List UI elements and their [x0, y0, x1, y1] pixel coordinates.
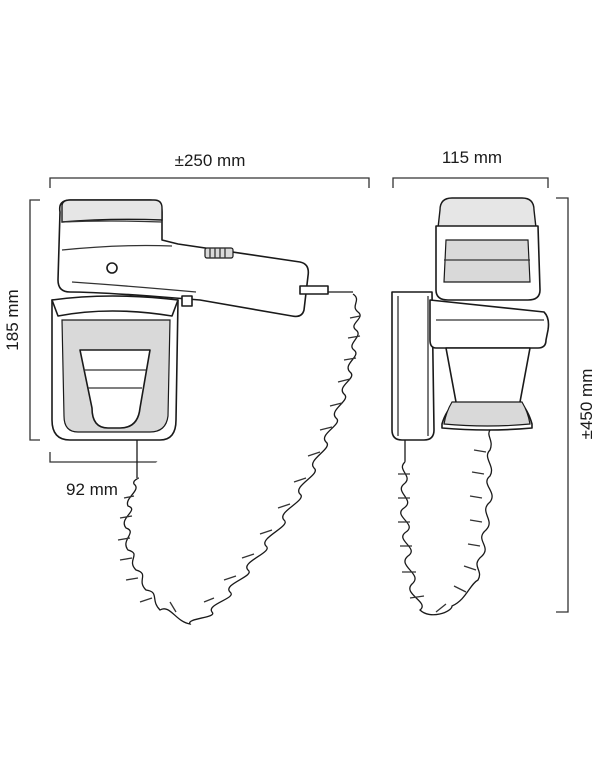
side-view	[391, 197, 550, 616]
side-wall-plate	[391, 291, 435, 441]
dimension-total-width: ±250 mm	[49, 151, 370, 188]
dimension-height-label: 185 mm	[3, 289, 22, 350]
dimension-height: 185 mm	[3, 199, 40, 441]
dimension-side-width: 115 mm	[392, 148, 549, 188]
front-dryer-indicator	[106, 262, 118, 274]
dimension-total-width-label: ±250 mm	[175, 151, 246, 170]
side-holder-cup	[429, 299, 550, 349]
front-dryer-switch	[204, 247, 234, 259]
dimension-cord-length-label: ±450 mm	[577, 369, 596, 440]
dimension-side-width-label: 115 mm	[442, 148, 502, 167]
front-cord-straight	[136, 291, 353, 478]
side-coiled-cord	[400, 429, 493, 616]
side-dryer-grille	[437, 197, 537, 229]
front-coiled-cord	[123, 293, 361, 625]
dimension-holder-width-label: 92 mm	[66, 480, 118, 499]
dimension-cord-length: ±450 mm	[556, 197, 596, 613]
front-dryer-grille	[61, 199, 163, 223]
front-view	[51, 199, 361, 625]
